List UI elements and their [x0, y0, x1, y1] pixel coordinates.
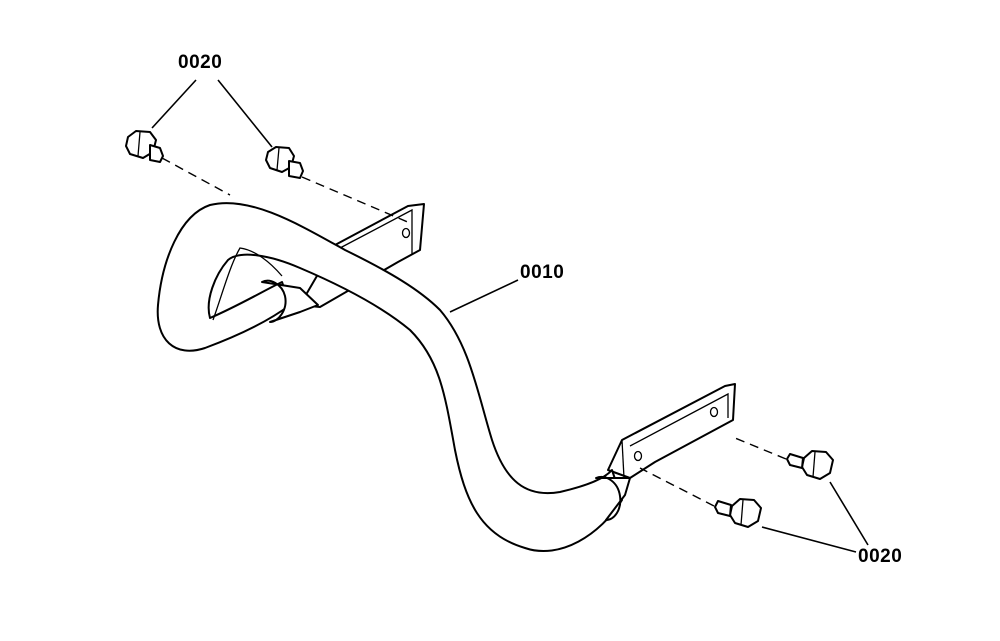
grab-bar-tube	[156, 202, 631, 553]
callout-bolts-top: 0020	[178, 52, 223, 73]
leader-lines	[151, 79, 869, 553]
bolt-lower-left	[714, 498, 762, 528]
bolt-upper-left	[125, 130, 164, 163]
lower-mounting-bracket	[607, 383, 736, 479]
assembly-lines	[161, 157, 787, 507]
bolt-lower-right	[786, 450, 834, 480]
callout-bolts-bottom: 0020	[858, 546, 903, 567]
bolt-upper-right	[265, 146, 304, 179]
callout-bar: 0010	[520, 262, 565, 283]
